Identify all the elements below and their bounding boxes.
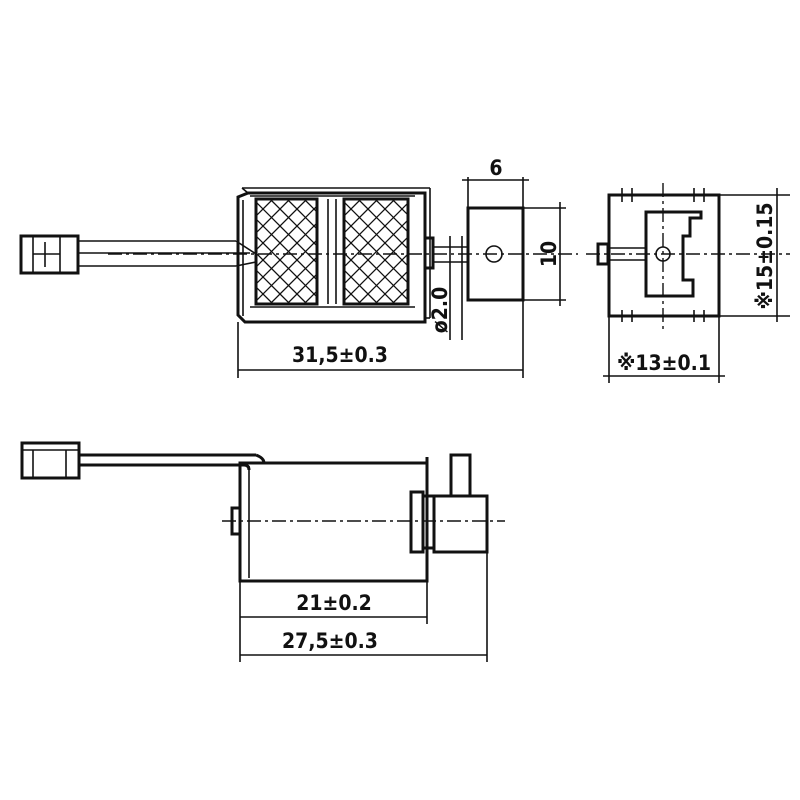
dimension-label: ø2.0 bbox=[428, 287, 452, 333]
hatch-line bbox=[344, 236, 408, 302]
dimension-body-width: ※13±0.1 bbox=[603, 316, 725, 383]
dimension-overall-length-side: 27,5±0.3 bbox=[240, 552, 488, 662]
solenoid-frame-top bbox=[236, 187, 431, 324]
hatch-line bbox=[256, 205, 317, 268]
plunger-side bbox=[409, 453, 489, 554]
dimension-label: ※15±0.15 bbox=[753, 202, 777, 309]
dimension-label: 27,5±0.3 bbox=[282, 629, 378, 653]
top-view: 6 10 ø2.0 31,5±0.3 bbox=[19, 156, 616, 378]
dimension-shaft-diameter: ø2.0 bbox=[428, 236, 463, 340]
hatch-line bbox=[256, 239, 317, 302]
dimension-label: 6 bbox=[489, 156, 502, 180]
hatch-line bbox=[357, 199, 408, 250]
dimension-label: ※13±0.1 bbox=[617, 351, 711, 375]
hatch-line bbox=[374, 199, 408, 233]
hatch-line bbox=[269, 199, 317, 247]
dimension-height-10: 10 bbox=[523, 202, 566, 306]
dimension-label: 31,5±0.3 bbox=[292, 343, 388, 367]
hatch-line bbox=[511, 199, 616, 304]
hatch-line bbox=[256, 252, 308, 304]
side-view: 21±0.2 27,5±0.3 bbox=[20, 441, 505, 662]
hatch-line bbox=[256, 199, 291, 234]
hatch-line bbox=[269, 256, 317, 304]
hatch-line bbox=[344, 199, 379, 234]
dimension-label: 21±0.2 bbox=[296, 591, 372, 615]
hatch-line bbox=[357, 253, 408, 304]
dimension-body-length-side: 21±0.2 bbox=[239, 581, 428, 662]
hatch-line bbox=[256, 199, 257, 200]
hatch-line bbox=[477, 199, 582, 304]
hatch-line bbox=[344, 202, 408, 268]
hatch-line bbox=[256, 269, 291, 304]
hatch-line bbox=[443, 199, 548, 304]
end-view: ※15±0.15 ※13±0.1 bbox=[586, 183, 790, 383]
end-view-body bbox=[607, 188, 721, 322]
solenoid-body-side bbox=[230, 457, 429, 583]
hatch-line bbox=[344, 269, 379, 304]
dimension-label: 10 bbox=[537, 241, 561, 267]
hatch-line bbox=[256, 303, 257, 304]
hatch-line bbox=[286, 273, 317, 304]
dimension-overall-length-top: 31,5±0.3 bbox=[237, 300, 524, 378]
hatch-line bbox=[344, 252, 396, 304]
hatch-line bbox=[406, 199, 511, 304]
hatch-line bbox=[477, 199, 582, 304]
hatch-line bbox=[374, 270, 408, 304]
coil-winding-left bbox=[254, 197, 511, 306]
connector-plug-top bbox=[19, 234, 80, 275]
hatch-line bbox=[443, 199, 548, 304]
dimension-body-height: ※15±0.15 bbox=[719, 188, 790, 322]
hatch-line bbox=[286, 199, 317, 230]
hatch-line bbox=[511, 199, 616, 304]
dimension-width-6: 6 bbox=[462, 156, 529, 208]
hatch-line bbox=[344, 219, 408, 285]
hatch-line bbox=[256, 199, 308, 251]
bobbin-center bbox=[250, 195, 415, 308]
hatch-line bbox=[256, 222, 317, 285]
connector-plug-side bbox=[20, 441, 81, 480]
hatch-line bbox=[406, 199, 511, 304]
hatch-line bbox=[344, 199, 396, 251]
lead-wire-side bbox=[79, 453, 266, 471]
